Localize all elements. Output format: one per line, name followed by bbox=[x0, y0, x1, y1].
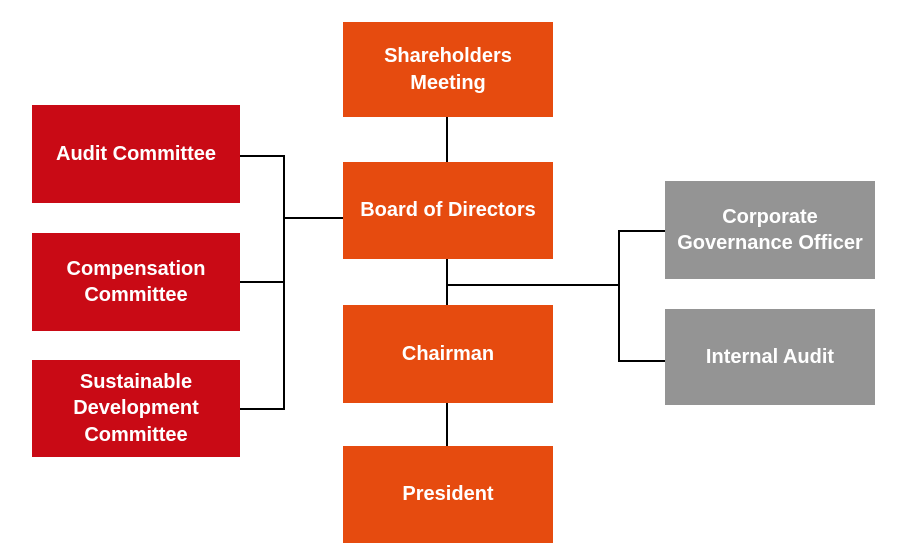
connector-spine-to-board bbox=[283, 217, 344, 219]
connector-board-right-branch bbox=[446, 284, 620, 286]
connector-sustainable-committee bbox=[240, 408, 285, 410]
connector-right-spine bbox=[618, 230, 620, 362]
node-board-of-directors: Board of Directors bbox=[343, 162, 553, 259]
node-audit-committee: Audit Committee bbox=[32, 105, 240, 203]
connector-shareholders-board bbox=[446, 115, 448, 163]
connector-compensation-committee bbox=[240, 281, 285, 283]
connector-internal-audit bbox=[618, 360, 666, 362]
node-shareholders-meeting: Shareholders Meeting bbox=[343, 22, 553, 117]
node-corporate-governance-officer: Corporate Governance Officer bbox=[665, 181, 875, 279]
node-chairman: Chairman bbox=[343, 305, 553, 403]
connector-audit-committee bbox=[240, 155, 285, 157]
connector-corporate-governance-officer bbox=[618, 230, 666, 232]
node-internal-audit: Internal Audit bbox=[665, 309, 875, 405]
node-president: President bbox=[343, 446, 553, 543]
node-sustainable-development-committee: Sustainable Development Committee bbox=[32, 360, 240, 457]
connector-chairman-president bbox=[446, 402, 448, 447]
node-compensation-committee: Compensation Committee bbox=[32, 233, 240, 331]
connector-board-chairman bbox=[446, 258, 448, 306]
